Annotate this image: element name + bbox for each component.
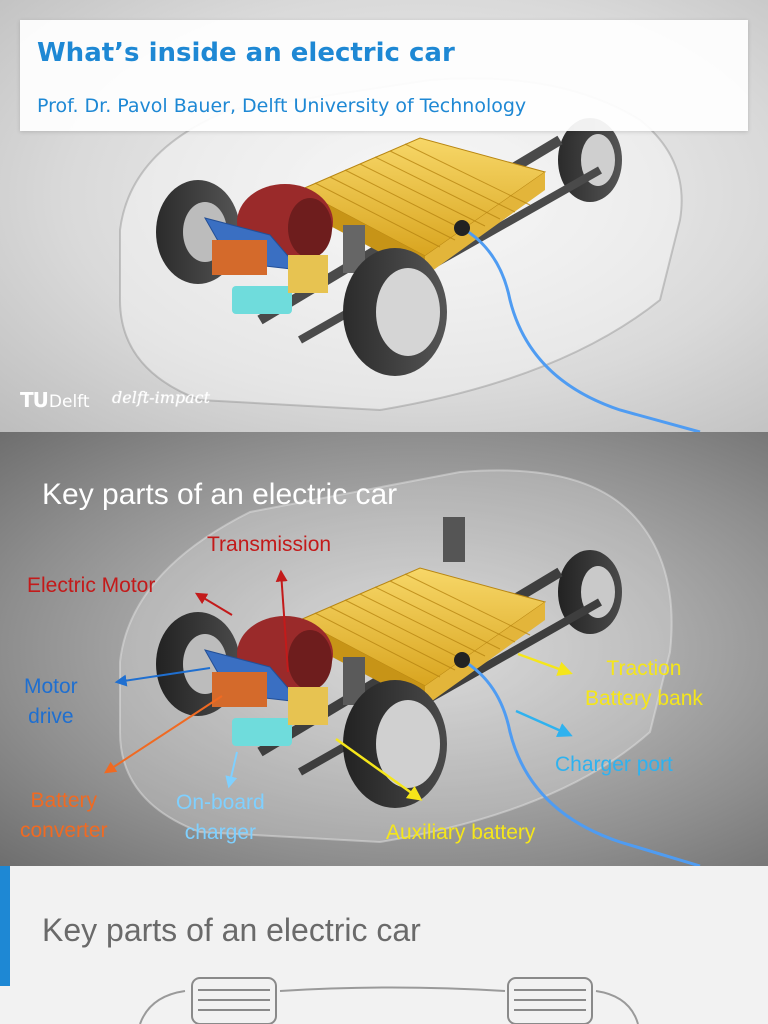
presenter-name: Prof. Dr. Pavol Bauer, Delft University … — [37, 95, 527, 117]
label-battery-converter-line2: converter — [20, 819, 108, 842]
label-traction-battery-bank: Traction Battery bank — [585, 654, 703, 714]
rear-wheel-outline — [507, 977, 593, 1024]
tudelft-logo: TUDelft — [20, 388, 90, 412]
slide-3-title: Key parts of an electric car — [42, 912, 421, 948]
slide-2-title: Key parts of an electric car — [42, 478, 398, 511]
label-electric-motor: Electric Motor — [27, 574, 156, 597]
traction-battery-arrow — [517, 652, 573, 676]
label-onboard-charger-line2: charger — [184, 821, 256, 844]
electric-motor-arrow — [194, 592, 233, 616]
accent-bar — [0, 866, 10, 986]
motor-drive-arrow — [114, 667, 211, 687]
presentation-title: What’s inside an electric car — [37, 38, 455, 68]
label-auxiliary-battery: Auxiliary battery — [386, 821, 536, 844]
label-onboard-charger: On-board charger — [176, 788, 265, 848]
charger-port-arrow — [515, 709, 573, 737]
label-charger-port: Charger port — [555, 753, 673, 776]
onboard-charger-arrow — [225, 751, 238, 789]
label-motor-drive: Motor drive — [24, 672, 78, 732]
label-motor-drive-line1: Motor — [24, 675, 78, 698]
auxiliary-battery-arrow — [335, 737, 423, 801]
car-outline-diagram — [139, 977, 639, 1024]
label-motor-drive-line2: drive — [28, 705, 74, 728]
label-transmission: Transmission — [207, 533, 332, 556]
car-parts-illustration — [103, 469, 701, 866]
title-box: What’s inside an electric car Prof. Dr. … — [20, 20, 748, 131]
label-traction-line1: Traction — [606, 657, 682, 680]
front-wheel-outline — [191, 977, 277, 1024]
label-battery-converter-line1: Battery — [30, 789, 98, 812]
logo-tu-text: TU — [20, 388, 49, 412]
label-traction-line2: Battery bank — [585, 687, 703, 710]
slide-1: What’s inside an electric car Prof. Dr. … — [0, 0, 768, 432]
battery-converter-arrow — [103, 695, 223, 774]
slide-2: Key parts of an electric car Transmissio… — [0, 432, 768, 866]
slide-3: Key parts of an electric car — [0, 866, 768, 1024]
delft-impact-logo: delft-impact — [112, 388, 211, 407]
car-illustration — [119, 77, 701, 432]
transmission-arrow — [275, 569, 289, 673]
label-battery-converter: Battery converter — [20, 786, 108, 846]
label-onboard-charger-line1: On-board — [176, 791, 265, 814]
logo-delft-text: Delft — [48, 392, 90, 412]
